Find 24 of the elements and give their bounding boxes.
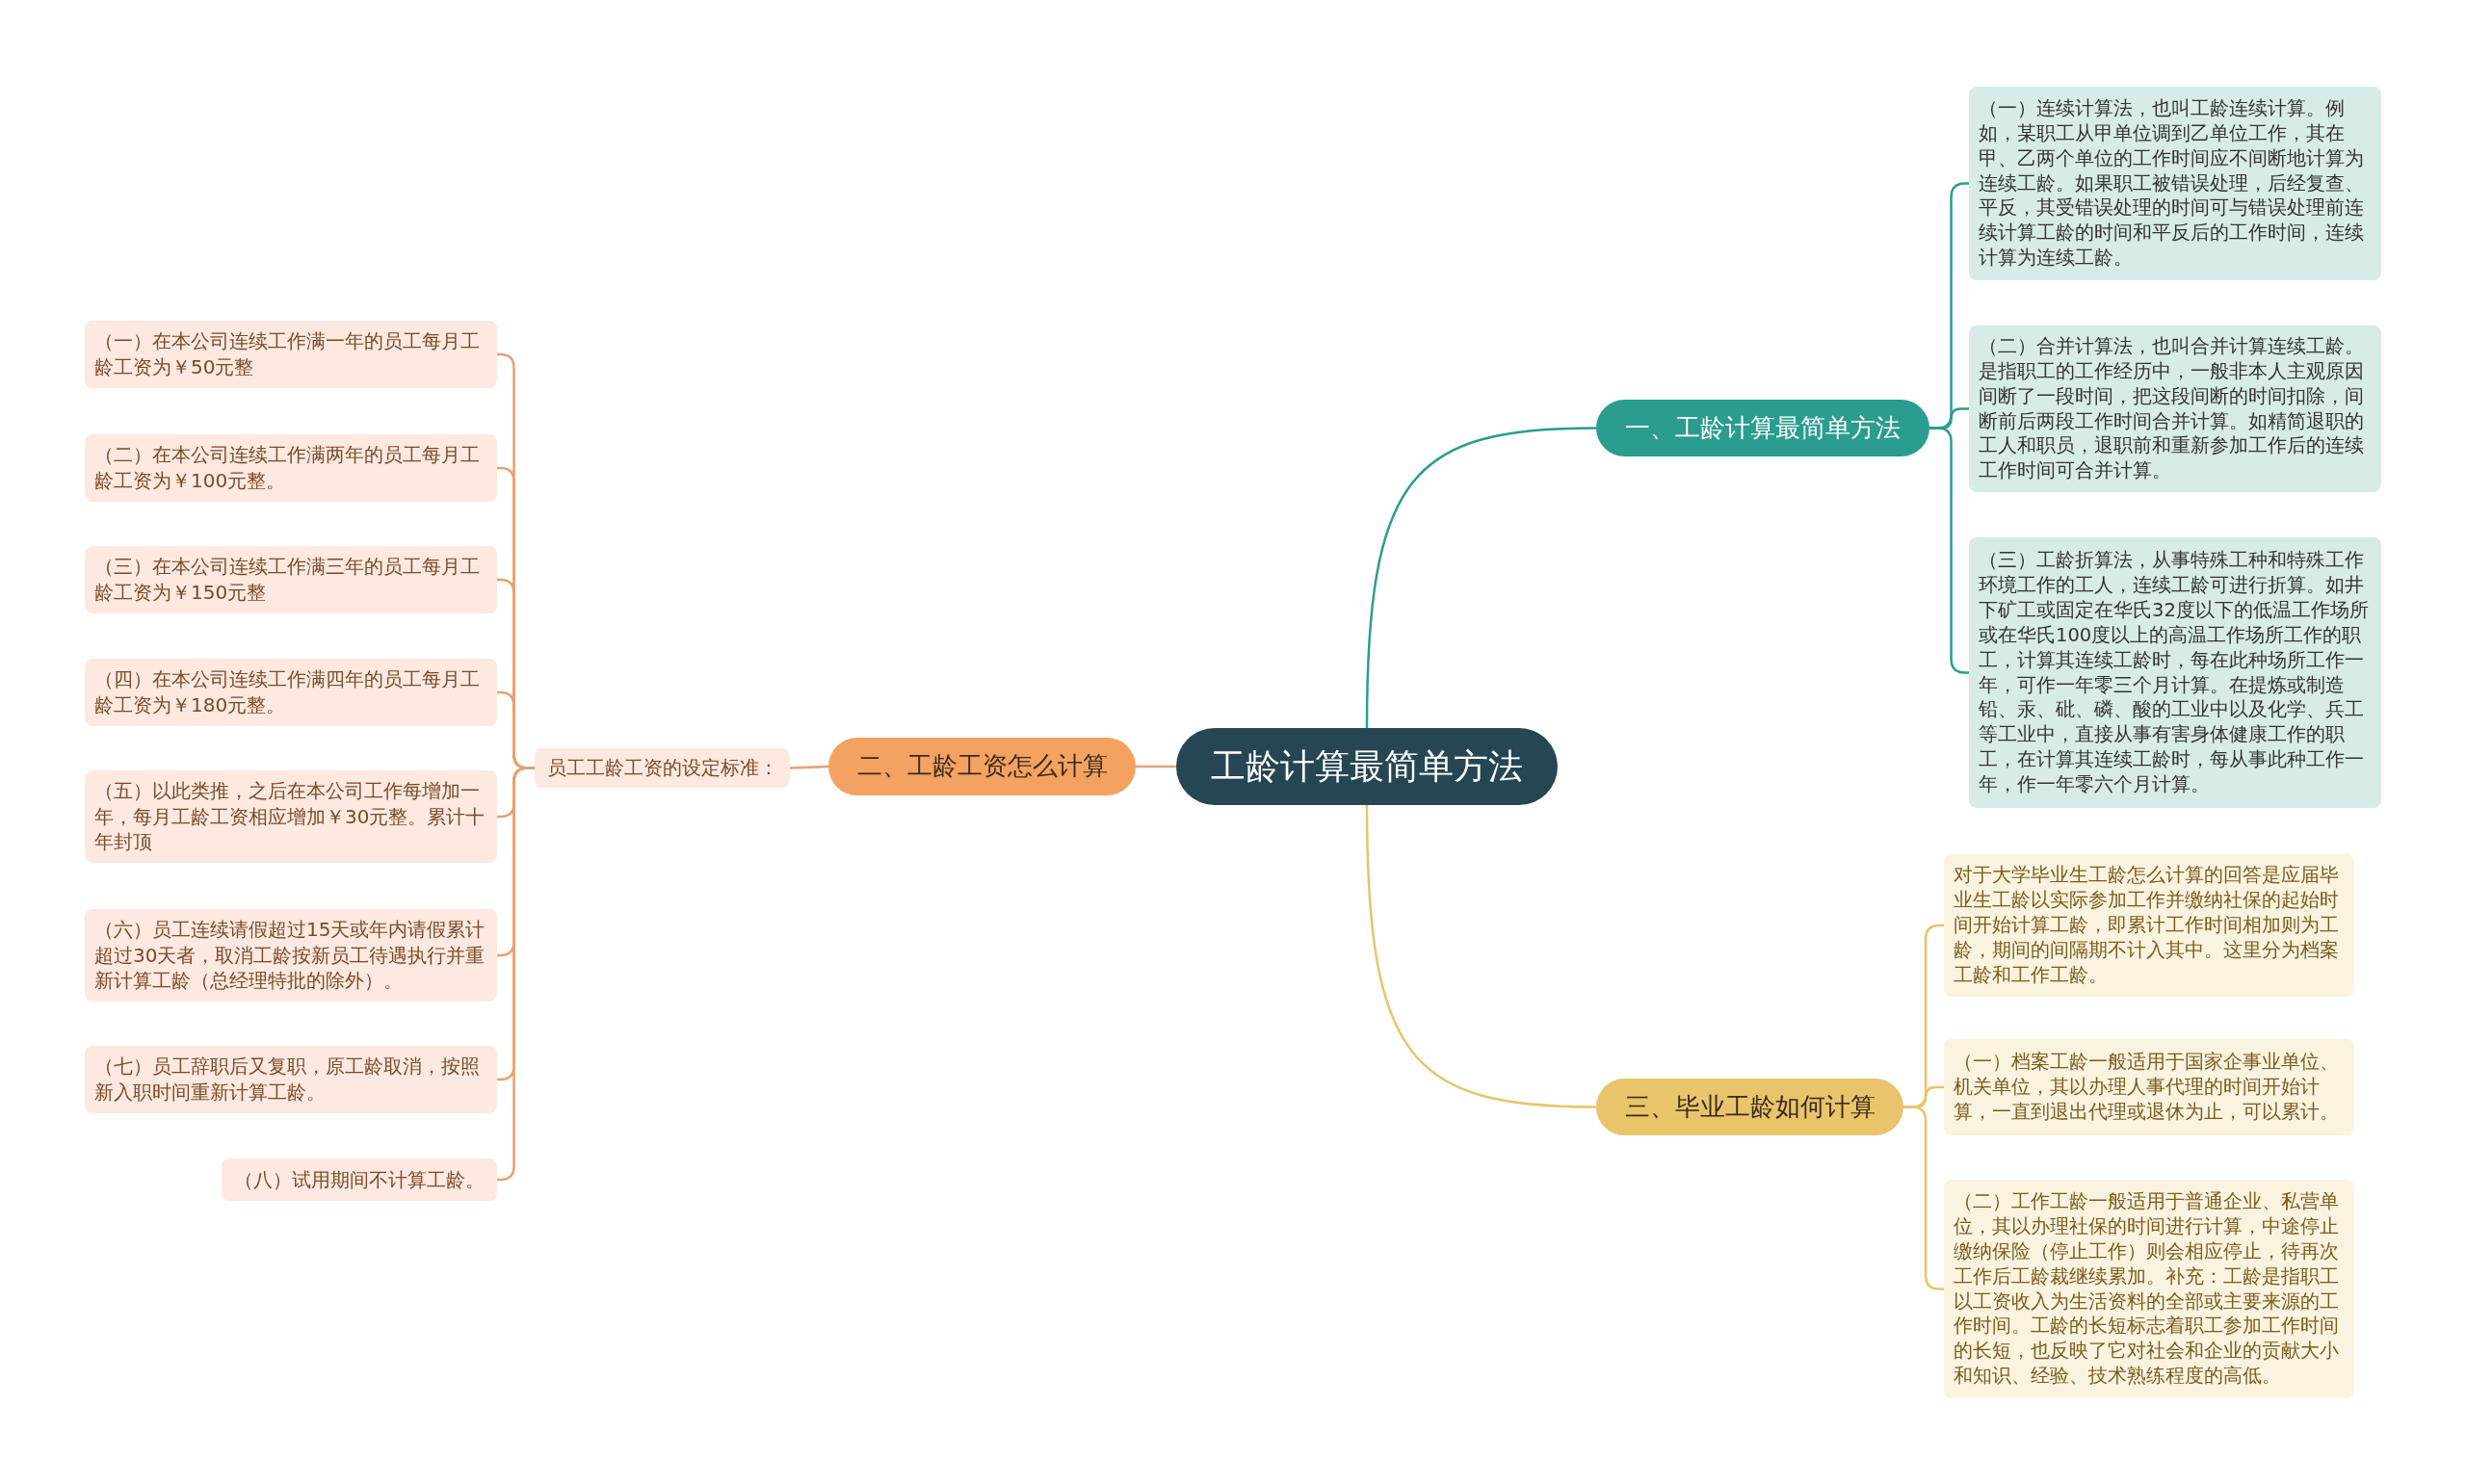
text-card: （二）合并计算法，也叫合并计算连续工龄。是指职工的工作经历中，一般非本人主观原因间断了一段时间，把这段间断的时间扣除，间断前后两段工作时间合并计算。如精简退职的工人和职员，退职前和重新参加工作后的连续工作时间可合并计算。 (1969, 325, 2381, 492)
text-card: （一）连续计算法，也叫工龄连续计算。例如，某职工从甲单位调到乙单位工作，其在甲、乙两个单位的工作时间应不间断地计算为连续工龄。如果职工被错误处理，后经复查、平反，其受错误处理的时间可与错误处理前连续计算工龄的时间和平反后的工作时间，连续计算为连续工龄。 (1969, 87, 2381, 280)
connector-line (1365, 427, 1597, 729)
text-card: （一）在本公司连续工作满一年的员工每月工龄工资为￥50元整 (85, 321, 497, 388)
connector-line (1136, 765, 1176, 768)
subtopic-box: 员工工龄工资的设定标准： (535, 748, 790, 788)
text-card: （二）在本公司连续工作满两年的员工每月工龄工资为￥100元整。 (85, 434, 497, 502)
branch-topic: 二、工龄工资怎么计算 (828, 738, 1136, 795)
text-card: 对于大学毕业生工龄怎么计算的回答是应届毕业生工龄以实际参加工作并缴纳社保的起始时间开始计算工龄，即累计工作时间相加则为工龄，期间的间隔期不计入其中。这里分为档案工龄和工作工龄。 (1944, 854, 2354, 997)
text-card: （五）以此类推，之后在本公司工作每增加一年，每月工龄工资相应增加￥30元整。累计十年封顶 (85, 770, 497, 863)
branch-topic: 一、工龄计算最简单方法 (1596, 400, 1929, 456)
central-topic: 工龄计算最简单方法 (1176, 728, 1558, 805)
text-card: （三）在本公司连续工作满三年的员工每月工龄工资为￥150元整 (85, 546, 497, 613)
text-card: （二）工作工龄一般适用于普通企业、私营单位，其以办理社保的时间进行计算，中途停止缴纳保险（停止工作）则会相应停止，待再次工作后工龄裁继续累加。补充：工龄是指职工以工资收入为生活资料的全部或主要来源的工作时间。工龄的长短标志着职工参加工作时间的长短，也反映了它对社会和企业的贡献大小和知识、经验、技术熟练程度的高低。 (1944, 1180, 2354, 1398)
text-card: （四）在本公司连续工作满四年的员工每月工龄工资为￥180元整。 (85, 659, 497, 726)
text-card: （三）工龄折算法，从事特殊工种和特殊工作环境工作的工人，连续工龄可进行折算。如井下矿工或固定在华氏32度以下的低温工作场所或在华氏100度以上的高温工作场所工作的职工，计算其连续工龄时，每在此种场所工作一年，可作一年零三个月计算。在提炼或制造铅、汞、砒、磷、酸的工业中以及化学、兵工等工业中，直接从事有害身体健康工作的职工，在计算其连续工龄时，每从事此种工作一年，作一年零六个月计算。 (1969, 537, 2381, 808)
text-card: （一）档案工龄一般适用于国家企事业单位、机关单位，其以办理人事代理的时间开始计算，一直到退出代理或退休为止，可以累计。 (1944, 1039, 2354, 1135)
text-card: （六）员工连续请假超过15天或年内请假累计超过30天者，取消工龄按新员工待遇执行并重新计算工龄（总经理特批的除外）。 (85, 909, 497, 1002)
text-card: （七）员工辞职后又复职，原工龄取消，按照新入职时间重新计算工龄。 (85, 1046, 497, 1113)
connector-line (1365, 804, 1597, 1108)
text-card: （八）试用期间不计算工龄。 (222, 1159, 497, 1201)
branch-topic: 三、毕业工龄如何计算 (1596, 1079, 1903, 1135)
connector-line (789, 765, 829, 769)
connector-line (497, 767, 535, 1182)
